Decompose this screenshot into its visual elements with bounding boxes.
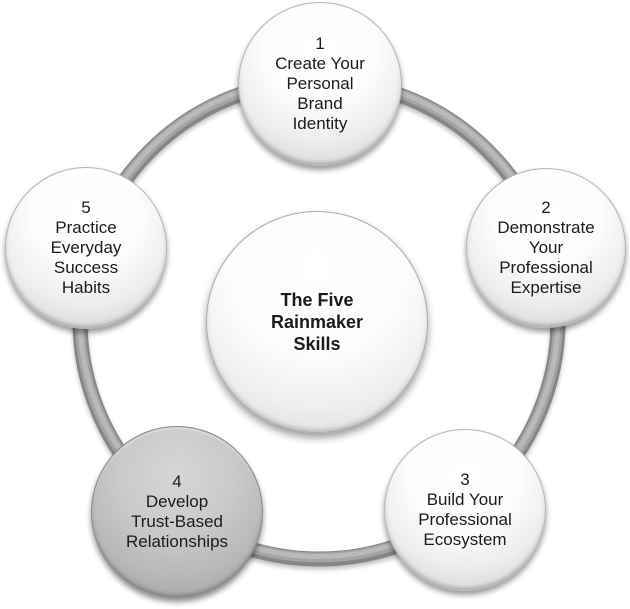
skill-node-text: 1 Create Your Personal Brand Identity xyxy=(275,34,365,134)
skill-node-2-demonstrate-professional-expertise: 2 Demonstrate Your Professional Expertis… xyxy=(466,168,626,328)
skill-node-text: 2 Demonstrate Your Professional Expertis… xyxy=(497,198,594,298)
skill-node-label-line: Everyday xyxy=(50,238,122,257)
skill-node-label-line: Brand xyxy=(297,94,343,113)
center-hub-circle: The Five Rainmaker Skills xyxy=(206,211,428,433)
hub-title: The Five Rainmaker Skills xyxy=(271,289,363,355)
skill-node-label-line: Create Your xyxy=(275,54,365,73)
skill-node-label-line: Identity xyxy=(292,114,348,133)
skill-node-1-create-personal-brand-identity: 1 Create Your Personal Brand Identity xyxy=(238,2,402,166)
hub-title-line: Skills xyxy=(293,334,341,354)
skill-node-label-line: Success xyxy=(53,258,119,277)
skill-node-5-practice-everyday-success-habits: 5 Practice Everyday Success Habits xyxy=(5,167,167,329)
skill-node-label-line: Relationships xyxy=(125,532,229,551)
skill-node-number: 5 xyxy=(81,198,91,217)
skill-node-label-line: Expertise xyxy=(510,278,582,297)
skill-node-label-line: Practice xyxy=(55,218,117,237)
skill-node-label-line: Ecosystem xyxy=(423,530,507,549)
skill-node-label-line: Professional xyxy=(418,510,512,529)
skill-node-text: 4 Develop Trust-Based Relationships xyxy=(126,472,228,552)
skill-node-4-develop-trust-based-relationships: 4 Develop Trust-Based Relationships xyxy=(91,426,263,598)
skill-node-label-line: Trust-Based xyxy=(131,512,223,531)
skill-node-label-line: Personal xyxy=(286,74,354,93)
skill-node-number: 4 xyxy=(172,472,182,491)
hub-title-line: The Five xyxy=(280,290,354,310)
skill-node-label-line: Build Your xyxy=(426,490,504,509)
skill-node-label-line: Your xyxy=(528,238,564,257)
skill-node-3-build-professional-ecosystem: 3 Build Your Professional Ecosystem xyxy=(384,429,546,591)
skill-node-text: 3 Build Your Professional Ecosystem xyxy=(418,470,512,550)
skill-node-number: 3 xyxy=(460,470,470,489)
skill-node-label-line: Demonstrate xyxy=(497,218,595,237)
skill-node-number: 1 xyxy=(315,34,325,53)
skill-node-text: 5 Practice Everyday Success Habits xyxy=(51,198,122,298)
skill-node-label-line: Habits xyxy=(61,278,111,297)
skill-node-label-line: Develop xyxy=(145,492,209,511)
hub-title-line: Rainmaker xyxy=(270,312,364,332)
skill-node-number: 2 xyxy=(541,198,551,217)
skill-node-label-line: Professional xyxy=(499,258,593,277)
